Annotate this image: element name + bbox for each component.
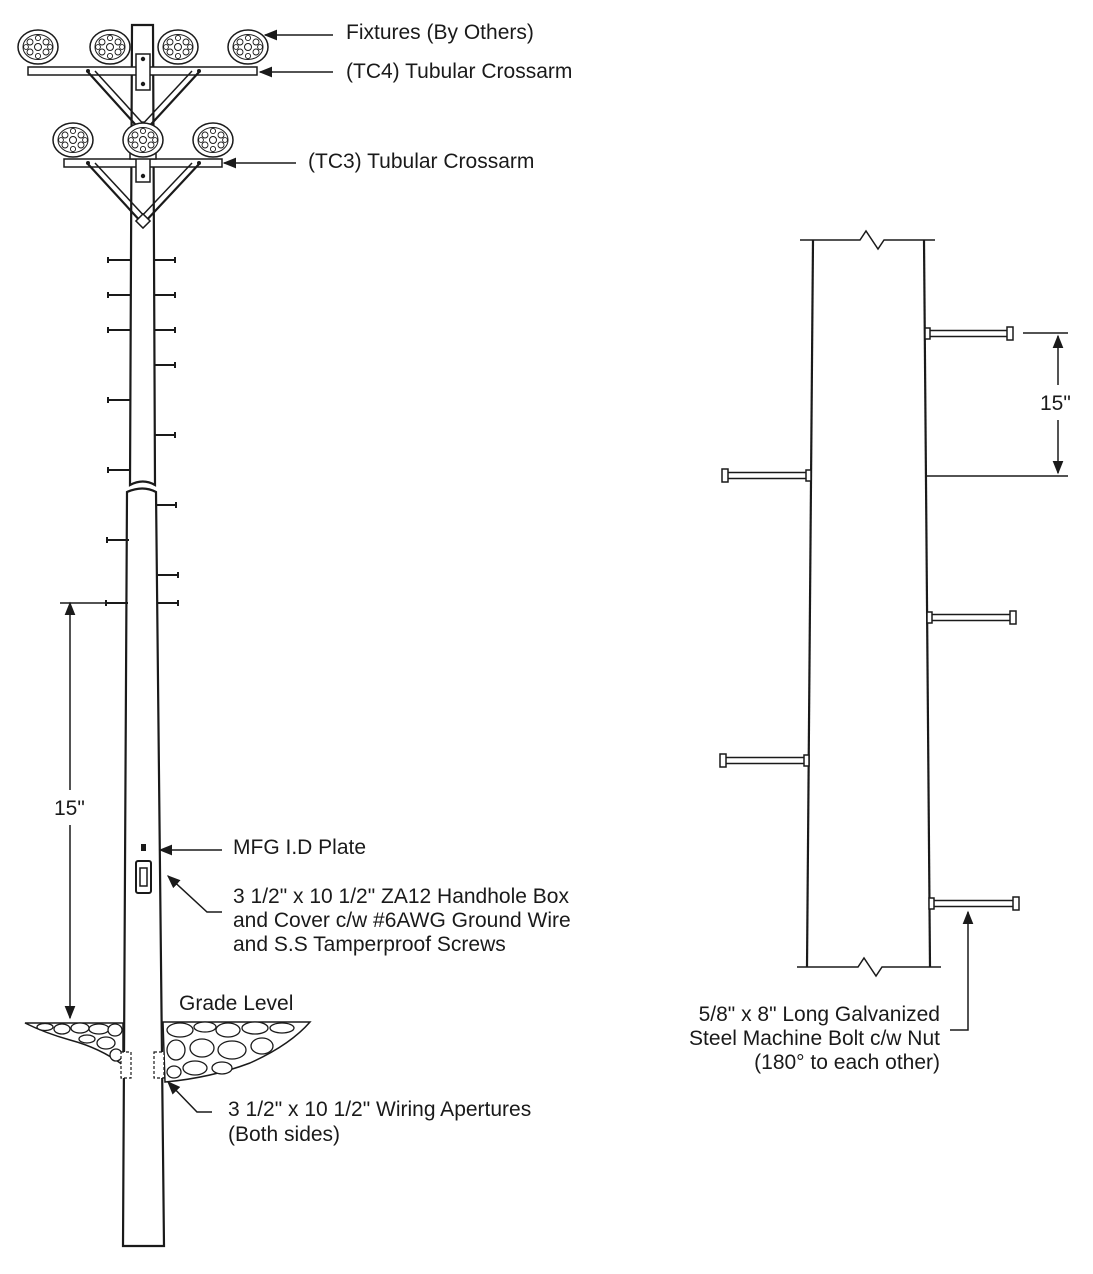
grade-level-label: Grade Level bbox=[179, 992, 293, 1015]
mfg-plate-label: MFG I.D Plate bbox=[233, 836, 366, 859]
handhole-label-line-3: and S.S Tamperproof Screws bbox=[233, 933, 506, 956]
tc4-crossarm-label: (TC4) Tubular Crossarm bbox=[346, 60, 572, 83]
bolt-label-line-3: (180° to each other) bbox=[754, 1051, 940, 1074]
handhole-label-line-2: and Cover c/w #6AWG Ground Wire bbox=[233, 909, 571, 932]
bolt-label-line-1: 5/8" x 8" Long Galvanized bbox=[699, 1003, 940, 1026]
handhole-box bbox=[135, 860, 152, 894]
wiring-aperture-left bbox=[120, 1051, 132, 1079]
tc3-fixtures bbox=[52, 122, 234, 158]
detail-machine-bolts bbox=[719, 326, 1020, 911]
mfg-id-plate bbox=[141, 844, 146, 851]
wiring-aperture-right bbox=[153, 1051, 165, 1079]
fixtures-label: Fixtures (By Others) bbox=[346, 21, 534, 44]
detail-pole-section bbox=[797, 229, 941, 978]
left-dimension-label: 15" bbox=[54, 797, 85, 820]
left-dimension bbox=[60, 601, 106, 1020]
apertures-label-line-2: (Both sides) bbox=[228, 1123, 340, 1146]
tc3-crossarm-label: (TC3) Tubular Crossarm bbox=[308, 150, 534, 173]
apertures-label-line-1: 3 1/2" x 10 1/2" Wiring Apertures bbox=[228, 1098, 531, 1121]
pole-upper-section bbox=[128, 23, 157, 487]
right-dimension-label: 15" bbox=[1040, 392, 1071, 415]
handhole-label-line-1: 3 1/2" x 10 1/2" ZA12 Handhole Box bbox=[233, 885, 569, 908]
bolt-leader-line bbox=[950, 910, 974, 1031]
pole-step-bolts bbox=[105, 256, 179, 607]
grade-gravel-right bbox=[162, 1021, 312, 1083]
leader-lines-left bbox=[158, 29, 333, 1113]
pole-break-symbol bbox=[126, 480, 157, 493]
grade-gravel-left bbox=[24, 1022, 124, 1067]
right-dimension bbox=[927, 332, 1068, 477]
bolt-label-line-2: Steel Machine Bolt c/w Nut bbox=[689, 1027, 940, 1050]
